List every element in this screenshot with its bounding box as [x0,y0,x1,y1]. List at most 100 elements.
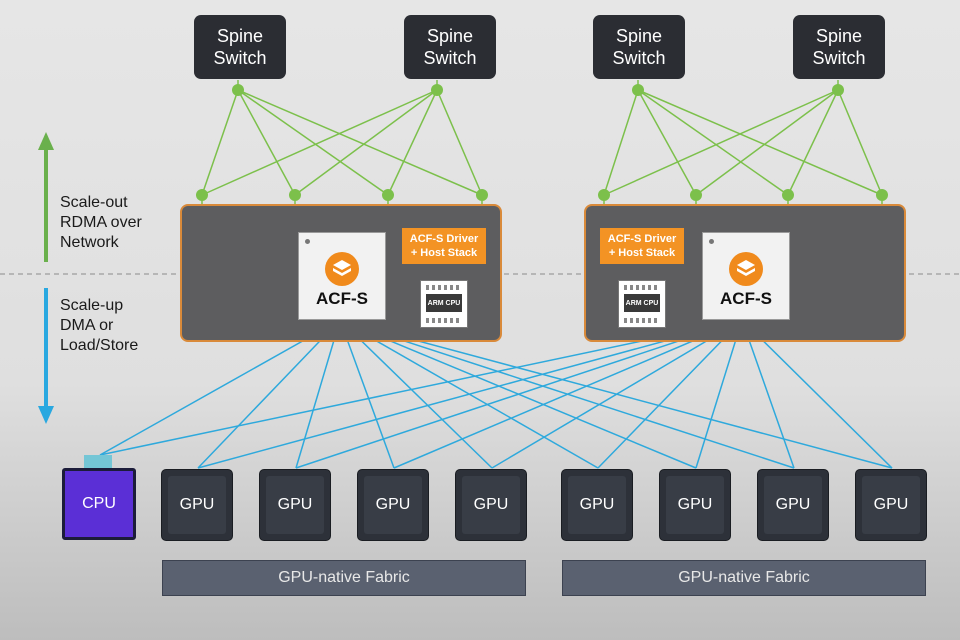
driver-label-line2: + Host Stack [608,247,676,259]
fabric-link [741,319,893,469]
fabric-link [339,319,493,469]
host-cpu: CPU [62,468,136,540]
network-link [237,89,483,196]
fabric-link [695,319,743,469]
chip-indicator-dot [709,239,714,244]
server-node-left: ACF-S ACF-S Driver + Host Stack ARM CPU [180,204,502,342]
gpu-label: GPU [473,496,509,513]
scale-up-line3: Load/Store [60,337,139,354]
leaf-port-dot [289,189,301,201]
cpu-connector [84,455,112,469]
chip-indicator-dot [305,239,310,244]
gpu-label: GPU [277,496,313,513]
driver-label-line2: + Host Stack [410,247,478,259]
leaf-port-dot [196,189,208,201]
gpu-label: GPU [677,496,713,513]
gpu-label: GPU [873,496,909,513]
network-link [201,89,239,196]
spine-port-dot [431,84,443,96]
fabric-link [295,319,743,469]
spine-label-line1: Spine [615,26,663,46]
gpu: GPU [161,469,233,541]
fabric-links [99,302,893,469]
network-link [637,89,789,196]
fabric-link [197,319,743,469]
gpu-label: GPU [375,496,411,513]
spine-port-dot [832,84,844,96]
acf-s-chip: ACF-S [702,232,790,320]
acf-s-chip-label: ACF-S [720,289,772,308]
scale-up-arrowhead [38,406,54,424]
gpu: GPU [357,469,429,541]
fabric-link [491,319,743,469]
scale-up-line2: DMA or [60,317,114,334]
leaf-port-dot [876,189,888,201]
spine-label-line2: Switch [423,48,477,68]
gpu: GPU [855,469,927,541]
fabric-link [741,319,795,469]
network-link [237,89,296,196]
leaf-port-dot [382,189,394,201]
network-links [201,80,883,206]
leaf-port-dot [782,189,794,201]
leaf-port-dot [598,189,610,201]
network-link [294,89,438,196]
scale-up-line1: Scale-up [60,297,124,314]
spine-label-line2: Switch [812,48,866,68]
leaf-port-dot [476,189,488,201]
gpu-native-fabric-left: GPU-native Fabric [162,560,526,596]
gpu-label: GPU [775,496,811,513]
driver-host-stack-box: ACF-S Driver + Host Stack [402,228,486,264]
scale-out-line1: Scale-out [60,194,128,211]
spine-label-line2: Switch [213,48,267,68]
gpu-label: GPU [179,496,215,513]
network-link [603,89,839,196]
network-link [637,89,883,196]
fabric-link [197,319,341,469]
spine-label-line1: Spine [216,26,264,46]
network-ports [196,84,888,201]
network-link [837,89,883,196]
leaf-port-dot [690,189,702,201]
driver-label-line1: ACF-S Driver [409,233,479,245]
scale-out-arrowhead [38,132,54,150]
scale-out-line2: RDMA over [60,214,142,231]
gpu: GPU [259,469,331,541]
fabric-link [99,319,743,456]
fabric-link [393,319,743,469]
scale-out-label: Scale-out RDMA over Network [60,193,142,253]
network-link [237,89,389,196]
fabric-link [597,319,743,469]
network-link [387,89,438,196]
gpu: GPU [455,469,527,541]
gpu: GPU [561,469,633,541]
arm-cpu-label: ARM CPU [426,294,462,312]
fabric-link [295,319,341,469]
spine-label-line1: Spine [426,26,474,46]
network-link [695,89,839,196]
network-link [787,89,839,196]
network-link [201,89,438,196]
network-link [637,89,697,196]
scale-out-line3: Network [60,234,119,251]
acf-s-logo-icon [325,252,359,286]
arm-cpu-label: ARM CPU [624,294,660,312]
acf-s-chip-label: ACF-S [316,289,368,308]
spine-port-dot [232,84,244,96]
arm-cpu-chip: ARM CPU [618,280,666,328]
gpu: GPU [757,469,829,541]
driver-host-stack-box: ACF-S Driver + Host Stack [600,228,684,264]
gpu: GPU [659,469,731,541]
server-node-right: ACF-S Driver + Host Stack ARM CPU ACF-S [584,204,906,342]
acf-s-logo-icon [729,252,763,286]
acf-s-chip: ACF-S [298,232,386,320]
cpu-label: CPU [82,495,116,512]
spine-label-line2: Switch [612,48,666,68]
arm-cpu-chip: ARM CPU [420,280,468,328]
network-link [603,89,639,196]
